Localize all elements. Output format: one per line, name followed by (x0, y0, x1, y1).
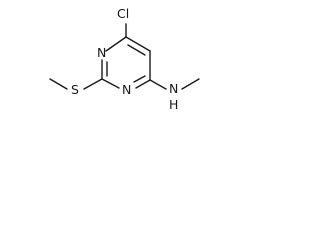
bond-n3-c2 (101, 78, 120, 89)
atom-label-cl: Cl (117, 6, 129, 21)
bond-c4-n3 (135, 79, 151, 89)
molecule-structure: Cl N N S N H (49, 6, 200, 112)
atom-label-n1: N (97, 45, 106, 60)
bond-nh-ch3 (181, 78, 200, 90)
bond-c2-s (83, 78, 103, 90)
atom-label-nh: N (169, 81, 178, 96)
bond-c6-c5 (125, 36, 151, 52)
bond-c6-c5-inner (127, 44, 146, 56)
atom-label-n3: N (122, 82, 131, 97)
bond-c4-n3-inner (133, 75, 146, 83)
bond-c6-n1 (105, 36, 127, 52)
atom-label-s: S (71, 82, 79, 97)
atom-label-h: H (169, 97, 178, 112)
bond-s-ch3 (49, 78, 68, 90)
bond-c4-nh (149, 79, 167, 90)
